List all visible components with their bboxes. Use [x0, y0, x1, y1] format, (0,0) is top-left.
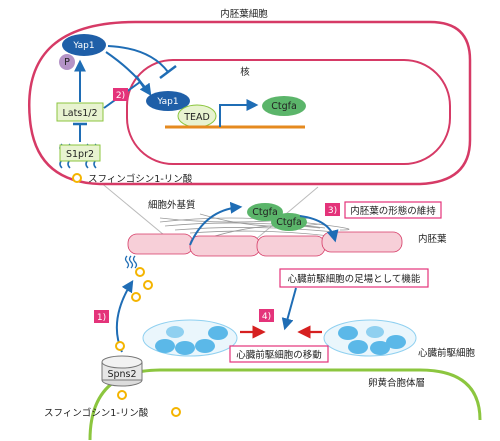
scaffold-box [279, 268, 429, 288]
step-2-number: 2) [116, 91, 125, 101]
endoderm-s1pr2-receptor [124, 255, 138, 269]
step-3-badge [325, 203, 340, 216]
s1pr2-receptor [59, 143, 101, 169]
yap1-cytoplasm-label: Yap1 [72, 41, 94, 51]
step-2-badge [113, 88, 128, 101]
cardiac-progenitor-right [323, 319, 417, 357]
phosphate-badge [59, 54, 75, 70]
s1p-bottom-molecule-1 [117, 390, 127, 400]
ctgfa-secretion-arrow [189, 201, 243, 246]
s1p-diffusing-2 [131, 292, 141, 302]
cardiac-progenitor-left [142, 319, 238, 357]
lats-label: Lats1/2 [62, 108, 97, 119]
ctgfa-protein-2 [271, 213, 307, 231]
yap1-nucleus [146, 91, 190, 111]
scaffold-text: 心臓前駆細胞の足場として機能 [288, 273, 421, 285]
transcription-arrow [219, 99, 259, 127]
yolk-syncytial-layer [88, 368, 482, 441]
s1p-top-molecule [72, 173, 82, 183]
yap1-cytoplasm [62, 34, 106, 56]
endoderm-sheet [127, 231, 403, 257]
yap1-import-line [107, 45, 169, 73]
ctgfa-protein-2-label: Ctgfa [276, 217, 302, 228]
step-3-number: 3) [328, 206, 337, 216]
s1p-near-endoderm [135, 267, 145, 277]
yap1-nuclear-arrow [105, 51, 152, 96]
step-4-text: 心臓前駆細胞の移動 [236, 349, 322, 361]
s1p-bottom-label: スフィンゴシン1-リン酸 [44, 407, 149, 419]
yap1-import-block [159, 65, 177, 79]
lats-inhibit-bar [134, 75, 148, 91]
s1p-exported [115, 341, 125, 351]
step-1-badge [94, 310, 109, 323]
s1p-bottom-molecule-2 [171, 407, 181, 417]
step-1-number: 1) [97, 313, 106, 323]
ctgfa-gene [262, 96, 306, 116]
spns2-transporter [101, 355, 143, 387]
s1p-diffusing-1 [143, 280, 153, 290]
endoderm-label: 内胚葉 [418, 233, 447, 245]
s1p-top-label: スフィンゴシン1-リン酸 [88, 173, 193, 185]
endoderm-cell-label: 内胚葉細胞 [220, 8, 268, 20]
ecm-label: 細胞外基質 [148, 199, 196, 211]
lats-box [56, 102, 104, 122]
nucleus-label: 核 [240, 66, 250, 78]
ctgfa-gene-label: Ctgfa [271, 101, 297, 112]
step-4-box [229, 345, 329, 363]
cardiac-progenitor-label: 心臓前駆細胞 [418, 347, 476, 359]
spns2-label: Spns2 [107, 369, 136, 380]
ctgfa-protein-1-label: Ctgfa [252, 207, 278, 218]
yolk-layer-label: 卵黄合胞体層 [368, 377, 425, 389]
step-4-badge [259, 309, 274, 322]
step-3-box [344, 201, 442, 219]
step-3-text: 内胚葉の形態の維持 [350, 205, 436, 217]
step-4-number: 4) [262, 312, 271, 322]
yap1-nucleus-label: Yap1 [156, 97, 178, 107]
ctgfa-protein-1 [247, 203, 283, 221]
s1pr2-label: S1pr2 [66, 149, 94, 160]
scaffold-arrow [281, 287, 297, 331]
tead-label: TEAD [183, 112, 210, 123]
phosphate-label: P [64, 57, 70, 68]
ecm-maintenance-arrow [299, 215, 339, 243]
